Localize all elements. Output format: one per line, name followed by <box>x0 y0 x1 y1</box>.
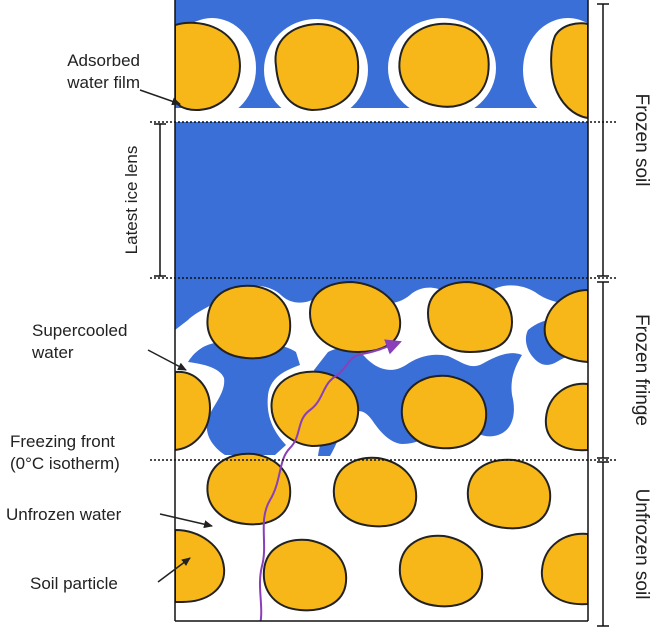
soil-particles <box>175 21 588 612</box>
label-leaders <box>139 89 213 583</box>
adsorbed-water-film-label-line1: Adsorbed <box>67 51 140 70</box>
soil-panel <box>175 0 588 621</box>
soil-particle-label: Soil particle <box>30 574 118 593</box>
frozen-soil-zone-label: Frozen soil <box>631 94 650 187</box>
ice-lens <box>175 122 588 278</box>
adsorbed-water-film-label-line2: water film <box>66 73 140 92</box>
freezing-front-label-line1: Freezing front <box>10 432 115 451</box>
freezing-front-label-line2: (0°C isotherm) <box>10 454 120 473</box>
frozen-fringe-zone-label: Frozen fringe <box>631 314 650 426</box>
ice-lens-dimension <box>154 123 166 277</box>
supercooled-water-label-line1: Supercooled <box>32 321 127 340</box>
zone-dimension-lines <box>597 3 609 627</box>
supercooled-water-label-line2: water <box>31 343 74 362</box>
unfrozen-soil-zone-label: Unfrozen soil <box>631 489 650 600</box>
water-flow-arrow <box>258 339 402 621</box>
latest-ice-lens-label: Latest ice lens <box>122 146 141 255</box>
unfrozen-water-label: Unfrozen water <box>6 505 122 524</box>
